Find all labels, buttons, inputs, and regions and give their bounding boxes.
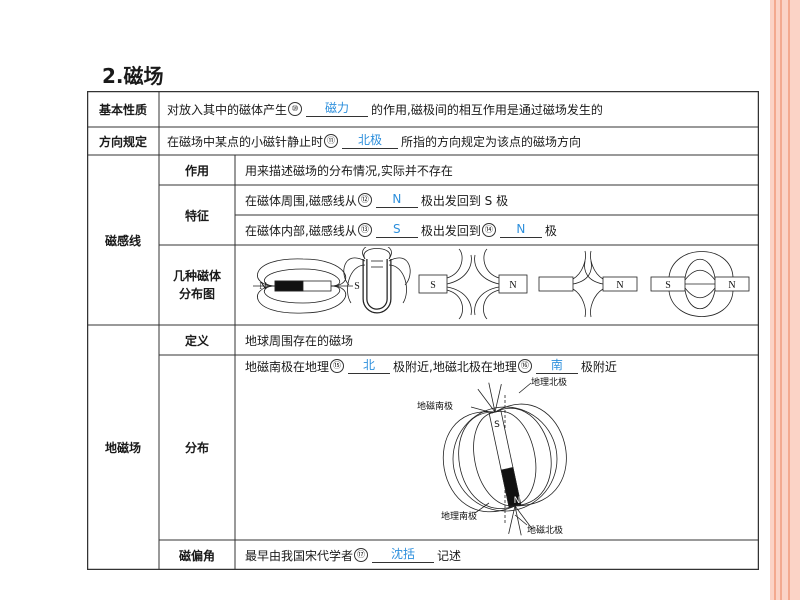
text-post: 所指的方向规定为该点的磁场方向 (401, 134, 582, 149)
pole-label: S (665, 280, 671, 291)
answer-blank: 南 (535, 358, 578, 374)
text-post: 极出发回到 S 极 (420, 193, 509, 208)
text-post: 记述 (437, 548, 462, 563)
circled-number: ⑪ (324, 134, 339, 148)
earth-magnetic-field-diagram: 地理北极 地磁南极 地理南极 地磁北极 S N (417, 376, 567, 536)
page-title: 2.磁场 (102, 64, 164, 88)
pole-label: N (616, 280, 623, 291)
label-mag-south: 地磁南极 (417, 400, 453, 412)
text-pre: 最早由我国宋代学者 (245, 548, 354, 563)
circled-number: ⑫ (357, 193, 372, 207)
text-post: 极 (544, 223, 557, 238)
use-text: 用来描述磁场的分布情况,实际并不存在 (245, 163, 453, 178)
label-feature: 特征 (184, 208, 209, 223)
table-grid (87, 91, 759, 570)
text-mid: 极附近,地磁北极在地理 (393, 359, 517, 374)
pole-label: S (354, 281, 360, 292)
label-geo-north: 地理北极 (531, 376, 567, 388)
circled-number: ⑭ (481, 223, 496, 237)
definition-text: 地球周围存在的磁场 (245, 333, 354, 348)
circled-number: ⑬ (357, 223, 372, 237)
text-pre: 在磁体周围,磁感线从 (245, 193, 357, 208)
answer-blank: S (375, 222, 418, 238)
attracting-poles-diagram (650, 251, 750, 317)
pole-label: N (509, 280, 516, 291)
label-use: 作用 (184, 163, 209, 178)
label-field-lines: 磁感线 (104, 233, 141, 248)
label-direction-rule: 方向规定 (98, 134, 147, 149)
circled-number: ⑯ (517, 359, 532, 373)
label-basic-property: 基本性质 (98, 102, 147, 117)
pole-label: N (259, 281, 266, 292)
u-magnet-diagram (343, 247, 411, 314)
text-mid: 极出发回到 (420, 223, 481, 238)
pole-label: S (430, 280, 436, 291)
text-post: 的作用,磁极间的相互作用是通过磁场发生的 (371, 102, 603, 117)
text-pre: 在磁体内部,磁感线从 (245, 223, 357, 238)
circled-number: ⑮ (330, 359, 345, 373)
answer-blank: 磁力 (306, 101, 369, 117)
text-pre: 地磁南极在地理 (245, 359, 330, 374)
pole-label: N (728, 280, 735, 291)
answer-blank: N (375, 192, 418, 208)
repelling-n-poles-diagram (538, 250, 638, 318)
text-pre: 在磁场中某点的小磁针静止时 (167, 134, 324, 149)
answer-blank: 北 (348, 358, 391, 374)
circled-number: ⑩ (288, 102, 303, 116)
decorative-border (770, 0, 800, 600)
label-line-1: 几种磁体 (172, 269, 221, 283)
label-declination: 磁偏角 (178, 548, 215, 563)
answer-blank: 沈括 (372, 547, 435, 563)
label-distribution-diagrams: 几种磁体 分布图 (159, 245, 235, 325)
label-mag-north: 地磁北极 (527, 524, 563, 536)
circled-number: ⑰ (354, 548, 369, 562)
label-definition: 定义 (184, 333, 209, 348)
label-geo-south: 地理南极 (441, 510, 477, 522)
text-post: 极附近 (580, 359, 617, 374)
text-pre: 对放入其中的磁体产生 (167, 102, 288, 117)
bar-s-label: S (494, 420, 500, 430)
answer-blank: 北极 (342, 133, 399, 149)
bar-magnet-diagram (253, 258, 353, 314)
bar-n-label: N (514, 496, 521, 506)
label-distribution: 分布 (184, 441, 209, 455)
label-line-2: 分布图 (178, 287, 215, 301)
label-geomagnetic: 地磁场 (104, 441, 141, 455)
magnet-field-diagrams: N S S N N S N (253, 247, 750, 320)
repelling-s-poles-diagram (418, 248, 528, 320)
answer-blank: N (499, 222, 542, 238)
